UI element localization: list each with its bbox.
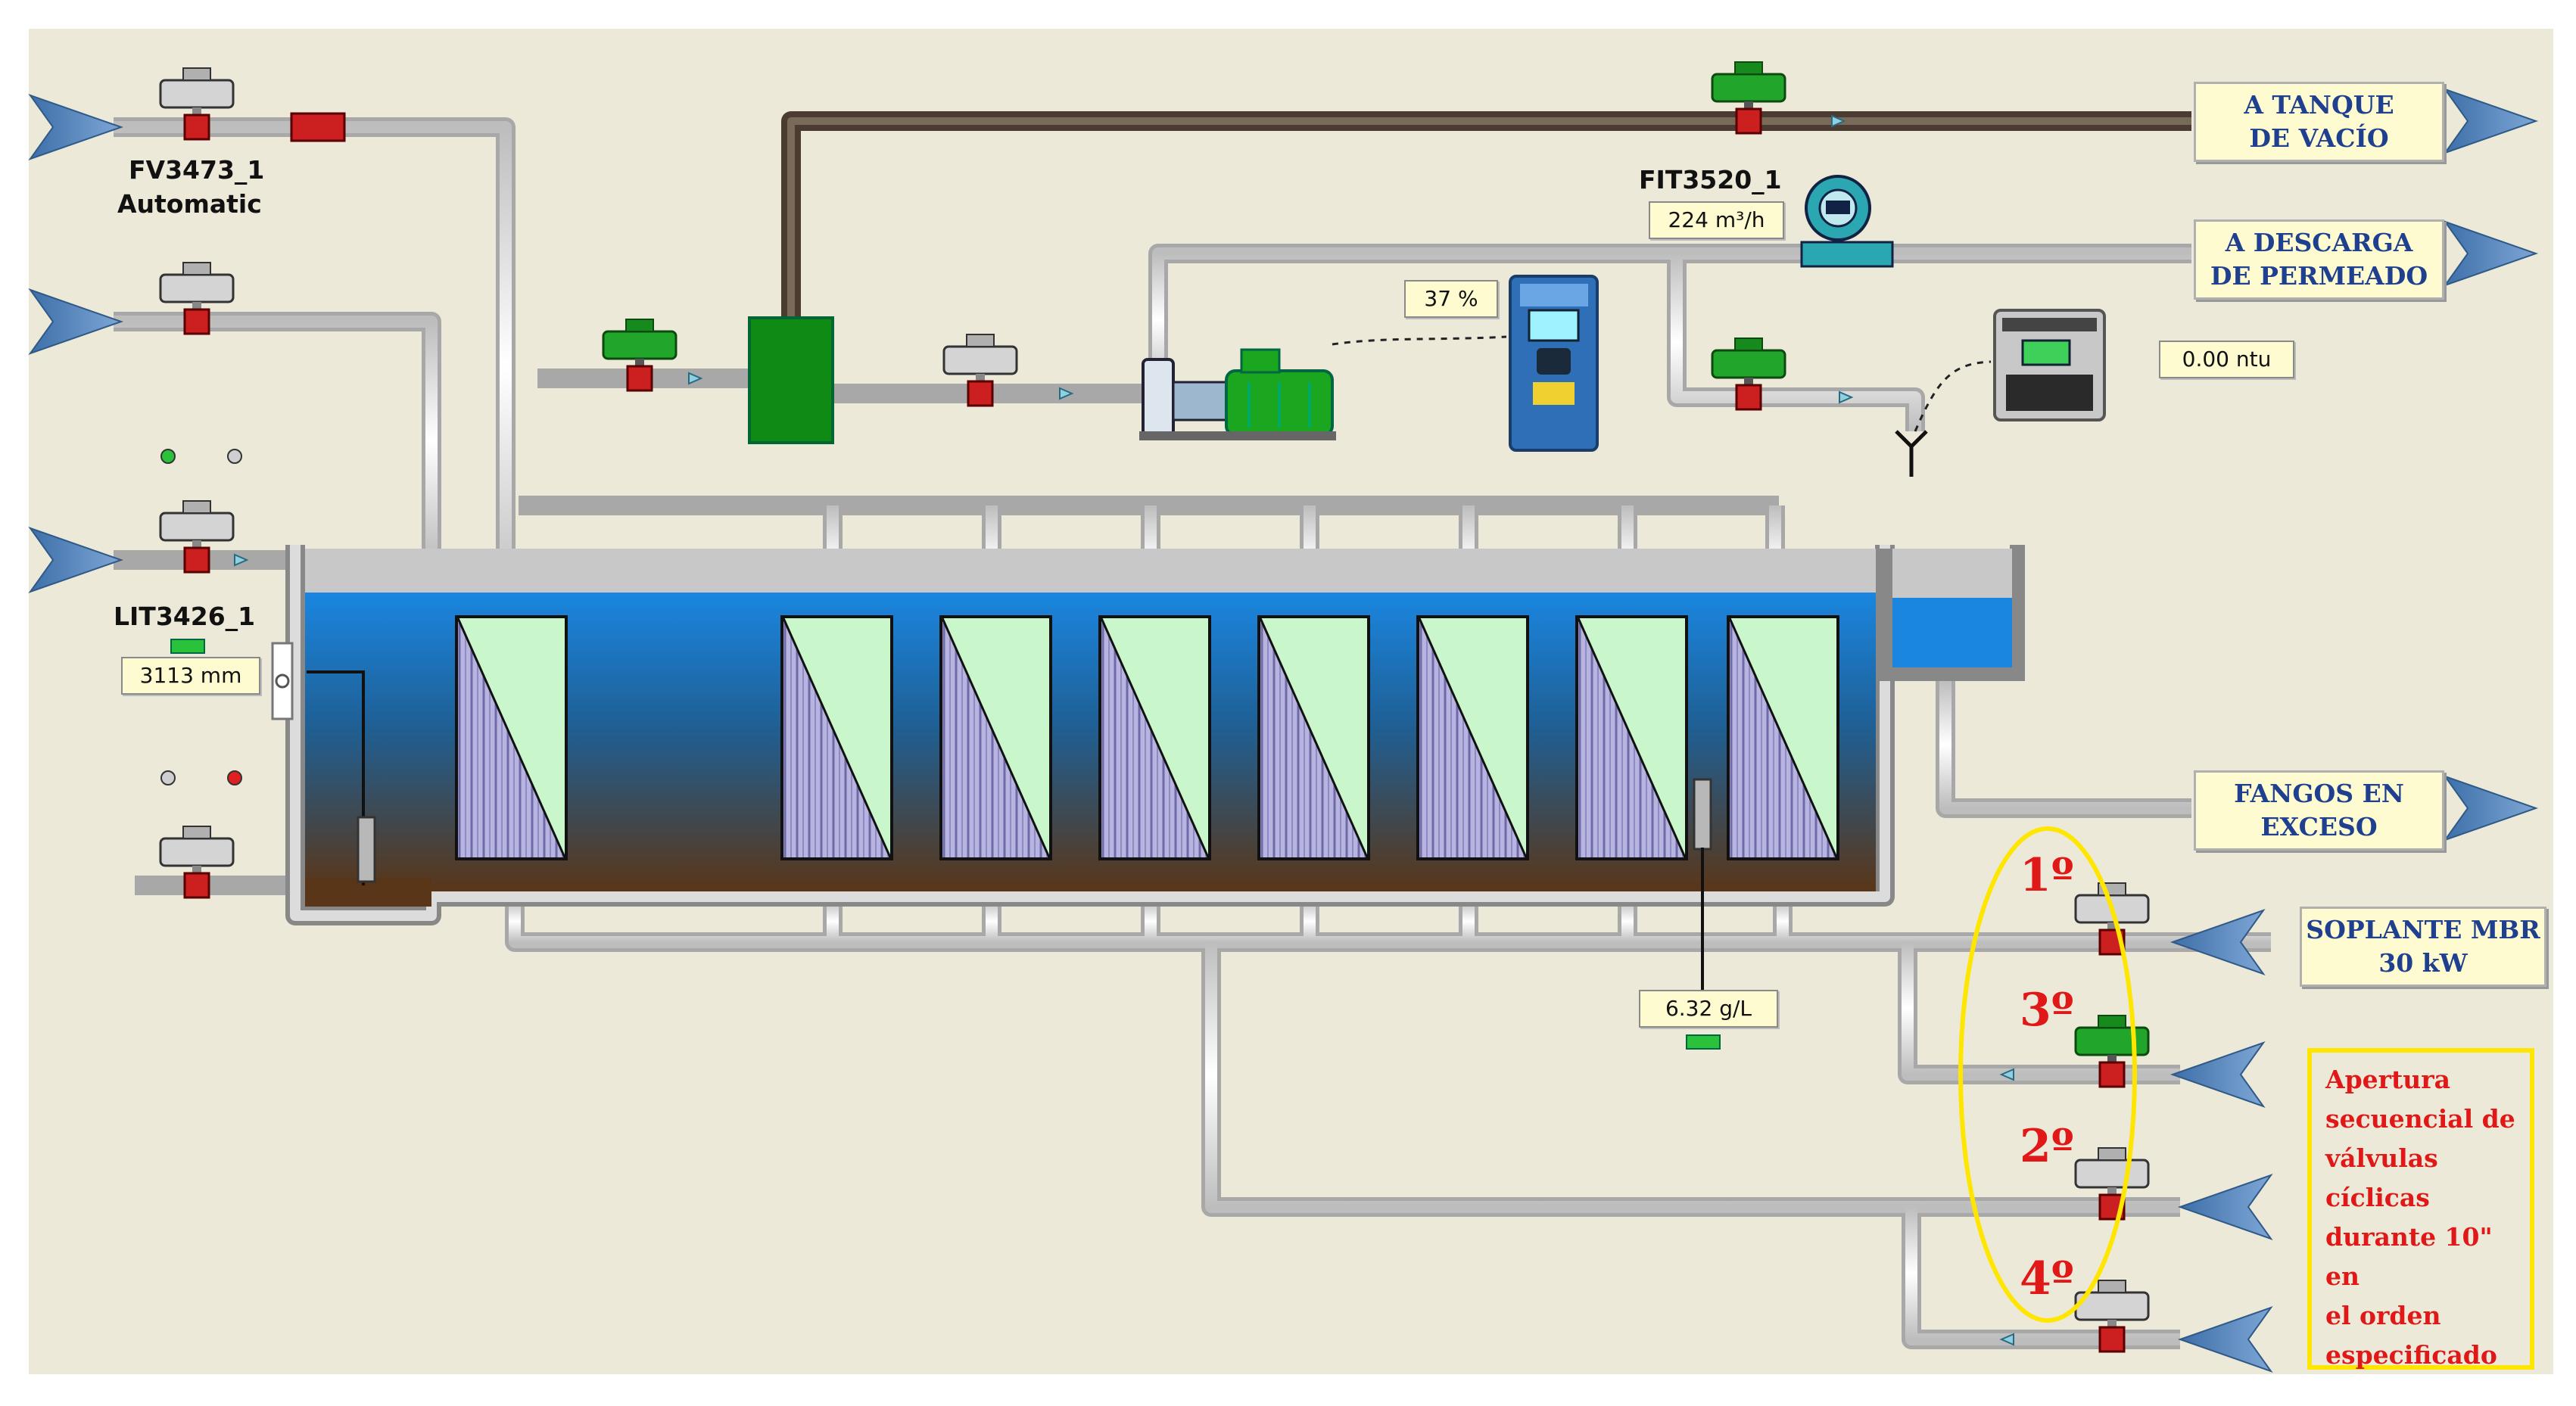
mbr-membrane-module-icon: [1575, 615, 1688, 860]
fit3520-tag: FIT3520_1: [1639, 165, 1782, 194]
sequence-highlight: [1958, 826, 2137, 1323]
mlss-readout[interactable]: 6.32 g/L: [1639, 990, 1778, 1028]
vacuum-vessel[interactable]: [748, 316, 834, 444]
vfd-speed-readout[interactable]: 37 %: [1404, 280, 1498, 318]
flowmeter-icon[interactable]: [1800, 175, 1894, 268]
lit3426-tag: LIT3426_1: [114, 602, 256, 631]
vacuum-pipe: [781, 111, 2191, 318]
mbr-membrane-module-icon: [455, 615, 568, 860]
dest-permeate-label: A DESCARGA DE PERMEADO: [2210, 228, 2428, 291]
vfd-drive-icon[interactable]: [1509, 275, 1599, 452]
sequence-third: 3º: [2020, 984, 2074, 1037]
flow-arrow-icon: [234, 553, 249, 567]
sequence-note: Apertura secuencial de válvulas cíclicas…: [2307, 1048, 2534, 1370]
sequence-fourth: 4º: [2020, 1252, 2074, 1305]
source-blower[interactable]: SOPLANTE MBR 30 kW: [2300, 907, 2546, 987]
valves: [159, 61, 2150, 1353]
lit3426-readout[interactable]: 3113 mm: [121, 657, 260, 695]
mbr-membrane-module-icon: [780, 615, 893, 860]
mbr-membrane-module-icon: [1257, 615, 1370, 860]
turbidity-readout[interactable]: 0.00 ntu: [2159, 341, 2294, 378]
flow-arrow-icon: [688, 372, 703, 385]
fv3473-mode: Automatic: [117, 189, 262, 219]
pump-motor-icon[interactable]: [1139, 348, 1336, 440]
flow-direction-markers: [234, 114, 2014, 1346]
signal-link: [1914, 360, 1992, 432]
dest-permeate[interactable]: A DESCARGA DE PERMEADO: [2194, 219, 2444, 300]
sequence-second: 2º: [2020, 1120, 2074, 1173]
mbr-membrane-module-icon: [939, 615, 1052, 860]
sample-point: [1895, 430, 1928, 477]
flow-arrow-icon: [1059, 387, 1074, 400]
dest-vacuum-tank[interactable]: A TANQUE DE VACÍO: [2194, 82, 2444, 162]
level-alarm-indicator: [170, 639, 205, 654]
fv3473-tag: FV3473_1: [129, 155, 265, 185]
mbr-membrane-module-icon: [1727, 615, 1839, 860]
status-led-open: [160, 770, 176, 785]
status-led-open: [160, 449, 176, 464]
flow-arrow-icon: [1831, 114, 1846, 128]
flow-arrow-icon: [1999, 1068, 2014, 1081]
sequence-first: 1º: [2020, 849, 2074, 902]
mbr-membrane-module-icon: [1416, 615, 1529, 860]
dest-excess-sludge[interactable]: FANGOS EN EXCESO: [2194, 770, 2444, 851]
inline-valve[interactable]: [290, 112, 346, 142]
mlss-alarm-indicator: [1686, 1034, 1721, 1050]
status-led-closed: [227, 770, 242, 785]
mbr-membrane-module-icon: [1098, 615, 1211, 860]
turbidimeter-icon[interactable]: [1993, 309, 2106, 421]
dest-excess-sludge-label: FANGOS EN EXCESO: [2234, 779, 2404, 841]
signal-link: [1332, 335, 1507, 346]
flow-arrow-icon: [1839, 390, 1854, 404]
source-blower-label: SOPLANTE MBR 30 kW: [2306, 915, 2540, 978]
flow-arrow-icon: [1999, 1333, 2014, 1346]
status-led-closed: [227, 449, 242, 464]
fit3520-readout[interactable]: 224 m³/h: [1649, 201, 1784, 239]
dest-vacuum-tank-label: A TANQUE DE VACÍO: [2244, 90, 2394, 153]
